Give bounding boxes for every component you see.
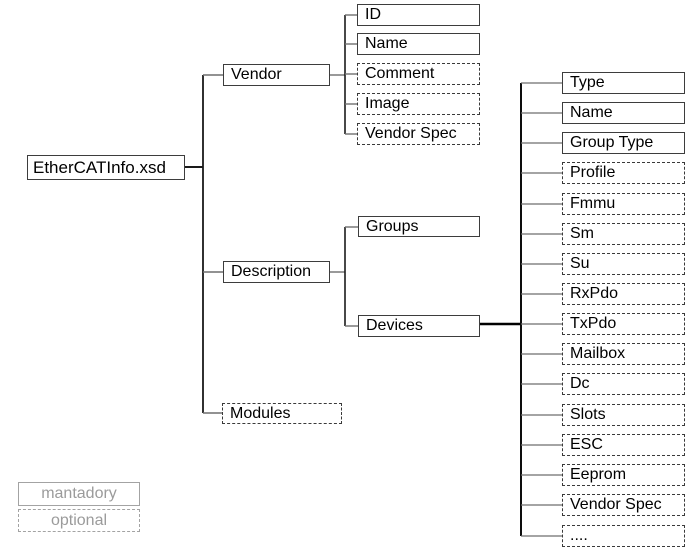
node-device-fmmu: Fmmu	[562, 193, 685, 215]
node-device-slots: Slots	[562, 404, 685, 426]
node-groups: Groups	[358, 216, 480, 237]
node-vendor-id: ID	[357, 4, 480, 26]
node-vendor: Vendor	[223, 64, 330, 86]
node-device-mailbox: Mailbox	[562, 343, 685, 365]
node-device-sm: Sm	[562, 223, 685, 245]
legend-optional-box: optional	[18, 509, 140, 532]
node-device-txpdo: TxPdo	[562, 313, 685, 335]
node-device-eeprom: Eeprom	[562, 464, 685, 486]
node-device-dc: Dc	[562, 373, 685, 395]
node-device-type: Type	[562, 72, 685, 94]
node-device-su: Su	[562, 253, 685, 275]
node-vendor-name: Name	[357, 33, 480, 55]
node-devices: Devices	[358, 315, 480, 337]
node-device-profile: Profile	[562, 162, 685, 184]
legend-mandatory-box: mantadory	[18, 482, 140, 506]
node-device-esc: ESC	[562, 434, 685, 456]
node-description: Description	[223, 261, 330, 283]
node-device-vendor-spec: Vendor Spec	[562, 494, 685, 516]
node-ethercatinfo-xsd: EtherCATInfo.xsd	[27, 155, 185, 180]
node-modules: Modules	[222, 403, 342, 424]
node-vendor-vendor-spec: Vendor Spec	[357, 123, 480, 145]
node-vendor-image: Image	[357, 93, 480, 115]
node-vendor-comment: Comment	[357, 63, 480, 85]
node-device-name: Name	[562, 102, 685, 124]
node-device-group-type: Group Type	[562, 132, 685, 154]
node-device-ellipsis: ....	[562, 525, 685, 547]
node-device-rxpdo: RxPdo	[562, 283, 685, 305]
